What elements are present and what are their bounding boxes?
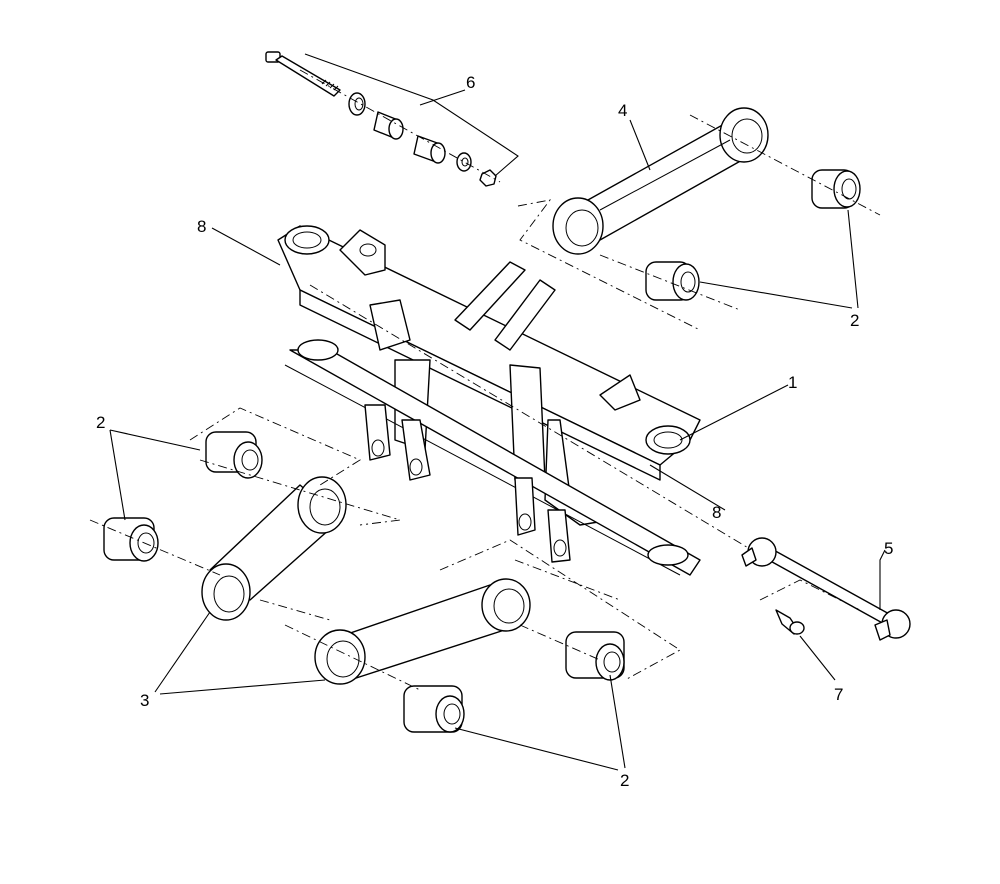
bushing-upper-mid <box>645 261 700 301</box>
tie-rod <box>741 537 911 641</box>
lower-link-arm-left <box>201 476 347 621</box>
lower-link-arm-right <box>314 578 531 685</box>
callout-3: 3 <box>140 691 149 710</box>
callout-2-upper: 2 <box>850 311 859 330</box>
bushing-left-lower <box>103 517 159 562</box>
bushing-bottom-right <box>565 631 625 681</box>
callout-6: 6 <box>466 73 475 92</box>
callout-2-bottom: 2 <box>620 771 629 790</box>
bushing-sleeve-b <box>413 135 446 164</box>
bushing-sleeve-a <box>373 111 404 140</box>
callout-7: 7 <box>834 685 843 704</box>
callout-2-left: 2 <box>96 413 105 432</box>
callout-4: 4 <box>618 101 627 120</box>
main-frame <box>277 225 701 576</box>
callout-8-upper: 8 <box>197 217 206 236</box>
callout-8-lower: 8 <box>712 503 721 522</box>
bushing-left-upper <box>205 431 263 479</box>
small-bolt <box>759 579 861 635</box>
long-bolt <box>265 51 341 97</box>
callout-labels: 1 2 2 2 3 4 5 6 7 8 8 <box>96 73 893 790</box>
leader-lines <box>109 89 886 771</box>
hex-nut <box>479 169 497 187</box>
washer <box>348 92 366 116</box>
spacer <box>456 152 472 172</box>
upper-link-arm <box>552 107 769 255</box>
bolt-bushing-kit <box>265 51 519 187</box>
bushing-bottom-center <box>403 685 465 733</box>
callout-5: 5 <box>884 539 893 558</box>
frame-brackets <box>364 404 571 563</box>
callout-1: 1 <box>788 373 797 392</box>
bushing-upper-right <box>811 169 861 209</box>
